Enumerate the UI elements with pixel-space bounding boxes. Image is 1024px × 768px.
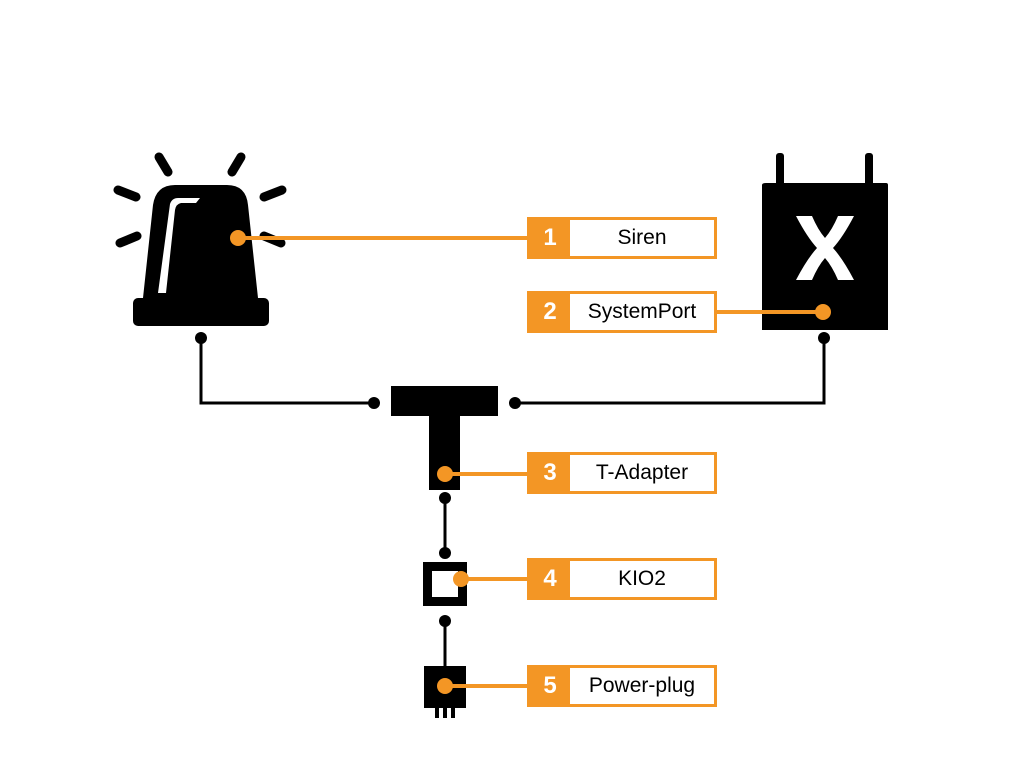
label-t-adapter: 3 T-Adapter: [527, 452, 717, 494]
label-power-plug: 5 Power-plug: [527, 665, 717, 707]
label-text: KIO2: [618, 567, 666, 590]
wire-siren-to-t-adapter: [199, 338, 374, 405]
label-number: 2: [530, 294, 570, 330]
label-number: 4: [530, 561, 570, 597]
label-systemport: 2 SystemPort: [527, 291, 717, 333]
label-kio2: 4 KIO2: [527, 558, 717, 600]
wire-systemport-to-t-adapter: [515, 338, 826, 405]
label-text: SystemPort: [587, 300, 697, 323]
label-text: Power-plug: [588, 674, 696, 697]
label-siren: 1 Siren: [527, 217, 717, 259]
systemport-icon: [762, 153, 888, 330]
label-number: 1: [530, 220, 570, 256]
leader-lines: [238, 236, 823, 688]
label-text: T-Adapter: [595, 461, 689, 484]
label-text: Siren: [617, 226, 667, 249]
label-number: 3: [530, 455, 570, 491]
label-number: 5: [530, 668, 570, 704]
siren-icon: [113, 152, 287, 326]
leader-dots: [230, 230, 831, 694]
wires: [199, 338, 826, 672]
t-adapter-icon: [391, 386, 498, 490]
wire-endpoints: [195, 332, 830, 678]
